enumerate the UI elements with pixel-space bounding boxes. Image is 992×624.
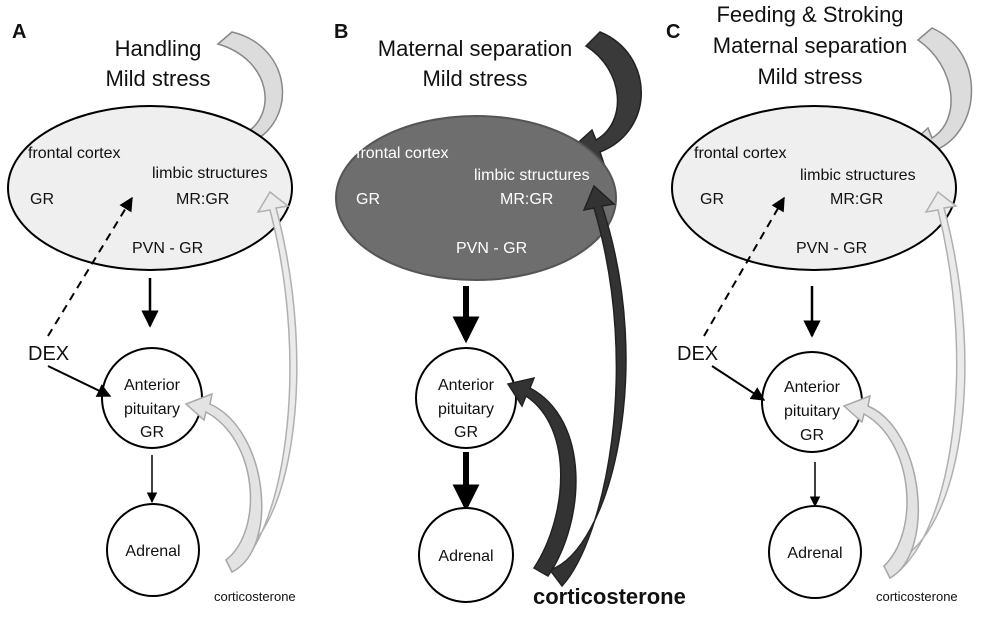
panel-c-dex-label: DEX bbox=[677, 343, 718, 365]
panel-c-pituitary-line-2: pituitary bbox=[784, 403, 840, 420]
panel-c-pvn-gr-label: PVN - GR bbox=[796, 240, 867, 257]
panel-b-letter: B bbox=[334, 21, 348, 43]
panel-c-frontal-cortex-label: frontal cortex bbox=[694, 145, 786, 162]
panel-a-corticosterone-label: corticosterone bbox=[214, 589, 296, 604]
panel-b-stimulus-line-2: Mild stress bbox=[422, 66, 527, 91]
panel-c-dex-to-pituitary-arrow bbox=[711, 365, 766, 401]
panel-b-pituitary-line-3: GR bbox=[454, 424, 478, 441]
panel-c-mr-gr-label: MR:GR bbox=[830, 191, 883, 208]
panel-a-brain-ellipse bbox=[7, 105, 293, 271]
panel-b-feedback-to-limbic-arrow bbox=[548, 184, 627, 588]
panel-c-corticosterone-label: corticosterone bbox=[876, 589, 958, 604]
panel-b-brain-ellipse bbox=[335, 115, 617, 281]
panel-c-pituitary-line-3: GR bbox=[800, 427, 824, 444]
panel-b-stimulus-arrow bbox=[568, 31, 642, 166]
panel-b-frontal-cortex-label: frontal cortex bbox=[356, 145, 448, 162]
panel-a-dex-to-pituitary-arrow bbox=[47, 365, 112, 397]
panel-c-letter: C bbox=[666, 21, 680, 43]
panel-c-dex-to-limbic-dashed-arrow bbox=[703, 196, 785, 337]
panel-c-feedback-to-limbic-arrow bbox=[882, 190, 966, 580]
panel-a-adrenal-circle bbox=[106, 503, 200, 597]
panel-a-feedback-to-limbic-arrow bbox=[224, 190, 298, 574]
panel-b-pituitary-line-2: pituitary bbox=[438, 401, 494, 418]
panel-b-gr-label: GR bbox=[356, 191, 380, 208]
panel-c-adrenal-circle bbox=[768, 505, 862, 599]
panel-c-pituitary-line-1: Anterior bbox=[784, 379, 841, 396]
panel-b-limbic-structures-label: limbic structures bbox=[474, 167, 590, 184]
panel-a-feedback-to-pituitary-arrow bbox=[184, 392, 263, 574]
panel-c-stimulus-line-2: Maternal separation bbox=[713, 33, 907, 58]
panel-a-frontal-cortex-label: frontal cortex bbox=[28, 145, 120, 162]
panel-a-pvn-gr-label: PVN - GR bbox=[132, 240, 203, 257]
panel-a-gr-label: GR bbox=[30, 191, 54, 208]
panel-a-dex-label: DEX bbox=[28, 343, 69, 365]
panel-b-feedback-to-pituitary-arrow bbox=[506, 376, 577, 577]
panel-b-pituitary-circle bbox=[415, 347, 517, 449]
panel-c-stimulus-line-3: Mild stress bbox=[757, 64, 862, 89]
panel-b-corticosterone-label: corticosterone bbox=[533, 584, 686, 609]
panel-c-limbic-structures-label: limbic structures bbox=[800, 167, 916, 184]
panel-a-pituitary-line-3: GR bbox=[140, 424, 164, 441]
panel-a-stimulus-line-1: Handling bbox=[115, 36, 202, 61]
panel-c-brain-ellipse bbox=[671, 105, 957, 271]
panel-c-stimulus-line-1: Feeding & Stroking bbox=[716, 2, 903, 27]
panel-b: B Maternal separation Mild stress fronta… bbox=[334, 21, 686, 609]
panel-b-pvn-gr-label: PVN - GR bbox=[456, 240, 527, 257]
panel-a-letter: A bbox=[12, 21, 26, 43]
panel-b-pituitary-line-1: Anterior bbox=[438, 377, 495, 394]
panel-c-gr-label: GR bbox=[700, 191, 724, 208]
panel-b-stimulus-line-1: Maternal separation bbox=[378, 36, 572, 61]
panel-c-adrenal-label: Adrenal bbox=[787, 545, 842, 562]
panel-a: A Handling Mild stress frontal cortex li… bbox=[7, 21, 298, 604]
panel-c-feedback-to-pituitary-arrow bbox=[842, 394, 919, 580]
panel-a-adrenal-label: Adrenal bbox=[125, 543, 180, 560]
panel-b-adrenal-circle bbox=[418, 507, 514, 603]
panel-a-stimulus-line-2: Mild stress bbox=[105, 66, 210, 91]
panel-a-limbic-structures-label: limbic structures bbox=[152, 165, 268, 182]
panel-b-mr-gr-label: MR:GR bbox=[500, 191, 553, 208]
panel-a-mr-gr-label: MR:GR bbox=[176, 191, 229, 208]
panel-c: C Feeding & Stroking Maternal separation… bbox=[666, 2, 973, 604]
panel-a-pituitary-line-2: pituitary bbox=[124, 401, 180, 418]
panel-b-adrenal-label: Adrenal bbox=[438, 548, 493, 565]
panel-a-pituitary-line-1: Anterior bbox=[124, 377, 181, 394]
